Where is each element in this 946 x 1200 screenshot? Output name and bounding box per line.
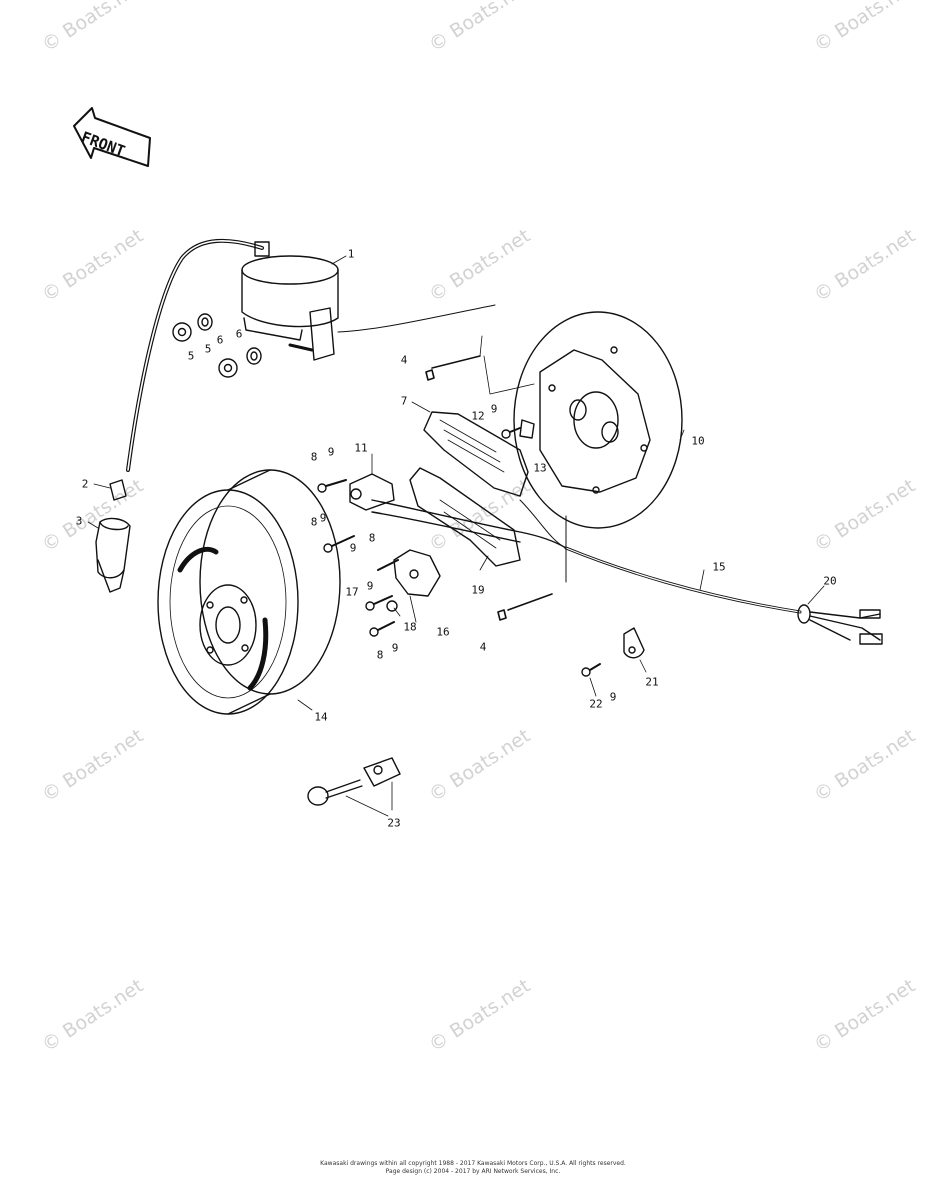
- small-screws: [317, 419, 535, 637]
- wiring-harness: [371, 499, 883, 645]
- leader-lines: [87, 255, 825, 711]
- generator-coil: [423, 411, 529, 497]
- callout-12: 12: [471, 409, 485, 423]
- callout-14: 14: [314, 710, 328, 724]
- callout-19: 19: [471, 583, 485, 597]
- callout-9: 9: [490, 402, 498, 416]
- callout-20: 20: [823, 574, 837, 588]
- contact-breaker: [349, 473, 441, 597]
- nut-washer-set: [172, 313, 262, 378]
- callout-7: 7: [400, 394, 408, 408]
- callout-8: 8: [368, 531, 376, 545]
- callout-9: 9: [327, 445, 335, 459]
- screw-set: [425, 335, 553, 621]
- callout-11: 11: [354, 441, 368, 455]
- callout-21: 21: [645, 675, 659, 689]
- copyright-line: Kawasaki drawings within all copyright 1…: [320, 1160, 626, 1167]
- callout-16: 16: [436, 625, 450, 639]
- callout-5: 5: [204, 342, 212, 356]
- spark-plug-cap: [95, 479, 131, 593]
- callout-10: 10: [691, 434, 705, 448]
- front-arrow-icon: [73, 107, 151, 167]
- callout-1: 1: [347, 247, 355, 261]
- callout-8: 8: [376, 648, 384, 662]
- callout-9: 9: [366, 579, 374, 593]
- callout-5: 5: [187, 349, 195, 363]
- callout-9: 9: [349, 541, 357, 555]
- exciter-coil: [409, 467, 521, 567]
- page-design-line: Page design (c) 2004 - 2017 by ARI Netwo…: [385, 1168, 561, 1175]
- callout-9: 9: [609, 690, 617, 704]
- callout-8: 8: [310, 450, 318, 464]
- wire-clamp: [581, 627, 645, 677]
- callout-8: 8: [310, 515, 318, 529]
- callout-3: 3: [75, 514, 83, 528]
- callout-15: 15: [712, 560, 726, 574]
- callout-17: 17: [345, 585, 359, 599]
- callout-18: 18: [403, 620, 417, 634]
- callout-9: 9: [391, 641, 399, 655]
- callout-4: 4: [400, 353, 408, 367]
- flywheel-bolt: [307, 757, 401, 817]
- callout-22: 22: [589, 697, 603, 711]
- callout-13: 13: [533, 461, 547, 475]
- callout-6: 6: [216, 333, 224, 347]
- flywheel-rotor: [157, 469, 341, 715]
- ignition-coil: [241, 241, 496, 361]
- callout-2: 2: [81, 477, 89, 491]
- callout-6: 6: [235, 327, 243, 341]
- callout-23: 23: [387, 816, 401, 830]
- callout-9: 9: [319, 511, 327, 525]
- callout-4: 4: [479, 640, 487, 654]
- stator-plate: [513, 311, 683, 529]
